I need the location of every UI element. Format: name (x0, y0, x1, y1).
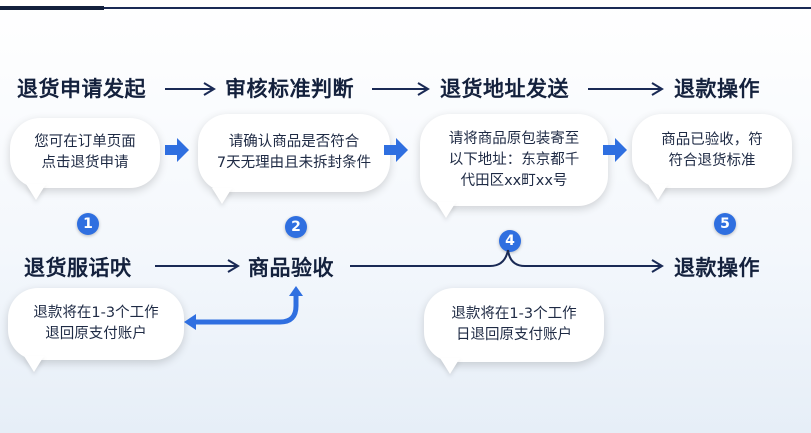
bubble-address-sending: 请将商品原包装寄至以下地址：东京都千代田区xx町xx号 (420, 114, 608, 206)
bubble-tail (24, 356, 44, 372)
bubble-line: 商品已验收，符 (661, 132, 763, 148)
blue-return-arrow (196, 294, 299, 325)
bubble-refund-notice-right: 退款将在1-3个工作日退回原支付账户 (424, 288, 604, 362)
bubble-line: 7天无理由且未拆封条件 (216, 155, 372, 171)
bubble-line: 日退回原支付账户 (456, 327, 572, 343)
bubble-tail (648, 184, 668, 200)
bubble-tail (440, 358, 460, 374)
step-title-return-request: 退货申请发起 (17, 77, 146, 101)
blue-return-arrowhead-left (184, 314, 196, 330)
bubble-line: 请将商品原包装寄至 (448, 130, 580, 147)
bubble-line: 请确认商品是否符合 (228, 134, 360, 150)
blue-return-arrowhead-up (289, 286, 303, 296)
bubble-review-criteria: 请确认商品是否符合 7天无理由且未拆封条件 (198, 114, 390, 192)
bubble-line: 您可在订单页面 (34, 134, 136, 150)
bubble-line: 以下地址：东京都千 (448, 151, 580, 168)
step-title-inspection: 商品验收 (248, 256, 334, 280)
step-title-refund-row2: 退款操作 (674, 256, 760, 280)
arrow-connector-row2 (155, 249, 664, 273)
bubble-line: 代田区xx町xx号 (460, 172, 568, 189)
blue-block-arrow (165, 138, 627, 162)
step-title-return-service: 退货服话吠 (24, 256, 132, 280)
bubble-tail (436, 202, 456, 218)
bubble-line: 符合退货标准 (668, 153, 756, 169)
bubble-return-request: 您可在订单页面点击退货申请 (10, 118, 160, 188)
step-number-badge: 4 (499, 230, 521, 252)
bubble-line: 退回原支付账户 (45, 326, 147, 342)
arrow-connector-row1 (165, 82, 664, 96)
bubble-line: 点击退货申请 (41, 155, 129, 171)
header-rule (104, 7, 811, 9)
header-rule-accent (0, 6, 104, 10)
bubble-tail (212, 188, 232, 204)
bubble-line: 退款将在1-3个工作 (33, 305, 159, 321)
bubble-tail (26, 184, 46, 200)
step-number-badge: 2 (285, 216, 307, 238)
step-title-review-criteria: 审核标准判断 (225, 77, 354, 101)
bubble-refund-row1: 商品已验收，符符合退货标准 (632, 114, 792, 188)
step-title-refund-row1: 退款操作 (674, 77, 760, 101)
step-number-badge: 5 (714, 213, 736, 235)
step-title-address-sending: 退货地址发送 (440, 77, 569, 101)
bubble-refund-notice-left: 退款将在1-3个工作退回原支付账户 (8, 288, 184, 360)
bubble-line: 退款将在1-3个工作 (451, 306, 577, 322)
step-number-badge: 1 (77, 213, 99, 235)
